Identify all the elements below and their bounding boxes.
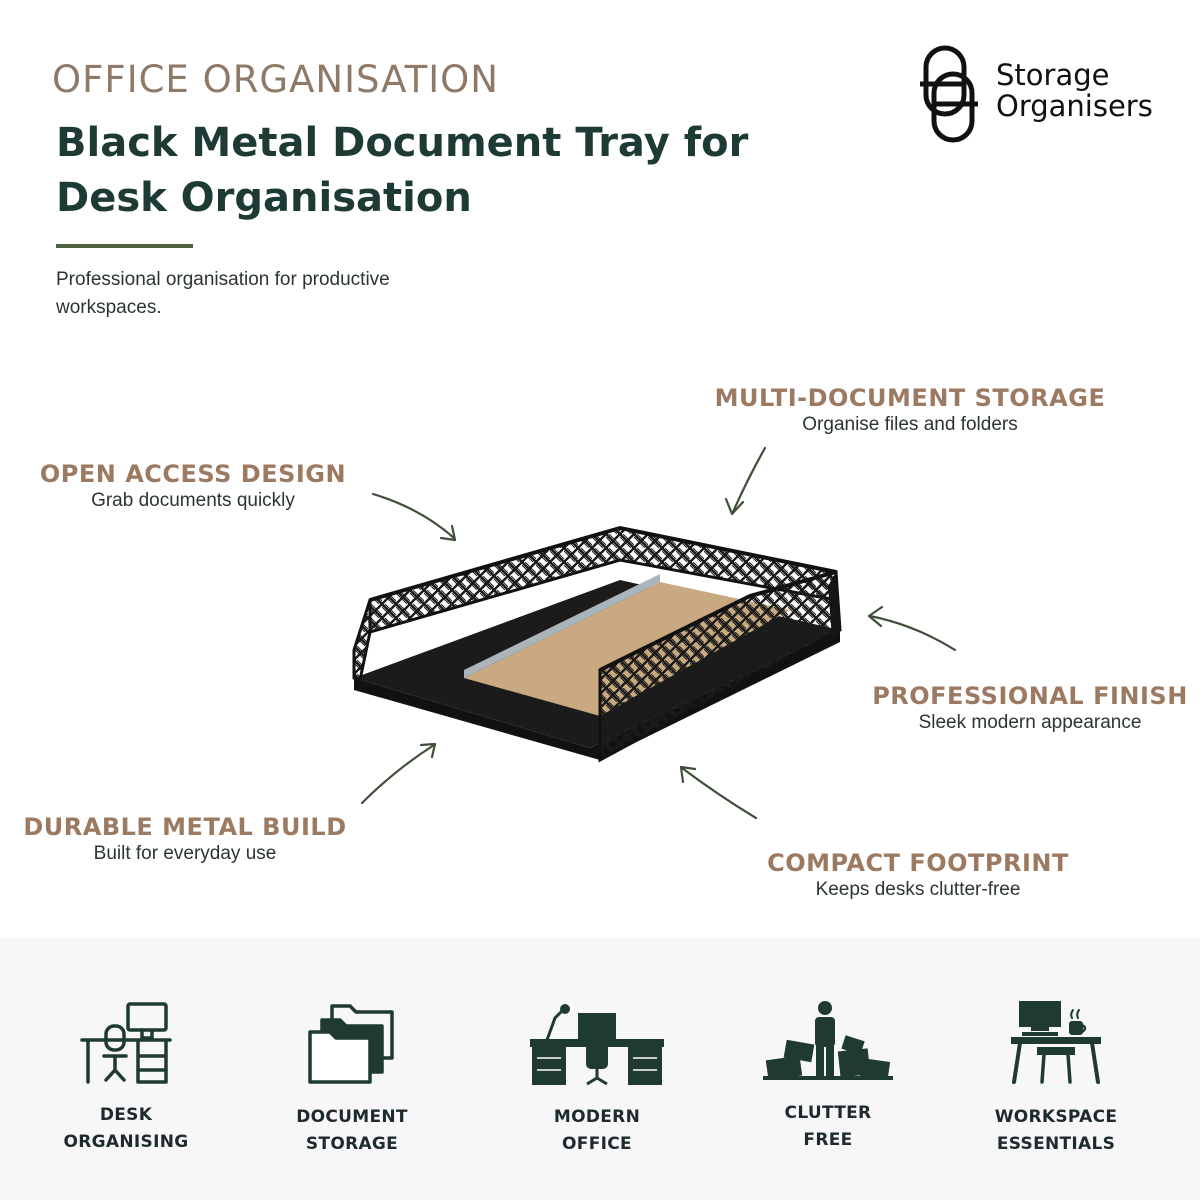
callout-professional-finish: PROFESSIONAL FINISH Sleek modern appeara… <box>872 682 1188 734</box>
feature-label: DESK ORGANISING <box>26 1102 226 1156</box>
arrow-compact-footprint <box>680 766 758 820</box>
callout-subtext: Keeps desks clutter-free <box>815 879 1021 900</box>
feature-modern-office: MODERN OFFICE <box>497 1000 697 1158</box>
title-divider <box>56 244 193 248</box>
callout-heading: COMPACT FOOTPRINT <box>767 849 1069 877</box>
office-desk-icon <box>497 1000 697 1086</box>
brand-name-line1: Storage <box>996 58 1110 92</box>
page-title: Black Metal Document Tray for Desk Organ… <box>56 120 749 221</box>
callout-subtext: Grab documents quickly <box>91 490 295 511</box>
desk-chair-computer-icon <box>26 1000 226 1084</box>
workspace-desk-icon <box>956 1000 1156 1086</box>
callout-durable-metal: DURABLE METAL BUILD Built for everyday u… <box>20 813 350 865</box>
brand-name-line2: Organisers <box>996 89 1153 123</box>
feature-label-line1: DESK <box>99 1105 153 1125</box>
arrow-multi-document <box>731 446 767 514</box>
brand-name: Storage Organisers <box>996 60 1153 122</box>
feature-label-line2: STORAGE <box>305 1134 399 1154</box>
callout-compact-footprint: COMPACT FOOTPRINT Keeps desks clutter-fr… <box>748 849 1088 901</box>
callout-subtext: Sleek modern appearance <box>918 712 1142 733</box>
callout-heading: PROFESSIONAL FINISH <box>872 682 1188 710</box>
person-clutter-icon <box>728 1000 928 1082</box>
feature-label: DOCUMENT STORAGE <box>252 1104 452 1158</box>
callout-heading: DURABLE METAL BUILD <box>23 813 347 841</box>
feature-label-line1: MODERN <box>553 1107 641 1127</box>
brand-logo-icon <box>916 44 982 144</box>
feature-desk-organising: DESK ORGANISING <box>26 1000 226 1156</box>
callout-subtext: Built for everyday use <box>93 843 277 864</box>
feature-label-line2: FREE <box>803 1130 853 1150</box>
callout-heading: MULTI-DOCUMENT STORAGE <box>714 384 1106 412</box>
feature-label-line1: CLUTTER <box>784 1103 872 1123</box>
page-subtitle: Professional organisation for productive… <box>56 269 390 318</box>
arrow-professional-finish <box>868 614 957 652</box>
feature-clutter-free: CLUTTER FREE <box>728 1000 928 1154</box>
feature-label-line2: ESSENTIALS <box>996 1134 1116 1154</box>
feature-label: MODERN OFFICE <box>497 1104 697 1158</box>
feature-document-storage: DOCUMENT STORAGE <box>252 1000 452 1158</box>
features-band: DESK ORGANISING DOCUMENT STORAGE <box>0 938 1200 1200</box>
callout-multi-document: MULTI-DOCUMENT STORAGE Organise files an… <box>700 384 1120 436</box>
callout-subtext: Organise files and folders <box>802 414 1018 435</box>
feature-label: WORKSPACE ESSENTIALS <box>956 1104 1156 1158</box>
feature-label: CLUTTER FREE <box>728 1100 928 1154</box>
feature-label-line1: DOCUMENT <box>296 1107 408 1127</box>
feature-label-line2: OFFICE <box>562 1134 632 1154</box>
callout-heading: OPEN ACCESS DESIGN <box>39 460 347 488</box>
callout-open-access: OPEN ACCESS DESIGN Grab documents quickl… <box>20 460 366 512</box>
product-document-tray-image <box>340 520 860 770</box>
category-label: OFFICE ORGANISATION <box>52 58 499 101</box>
feature-label-line1: WORKSPACE <box>994 1107 1118 1127</box>
feature-workspace-essentials: WORKSPACE ESSENTIALS <box>956 1000 1156 1158</box>
feature-label-line2: ORGANISING <box>63 1132 189 1152</box>
folders-icon <box>252 1000 452 1086</box>
